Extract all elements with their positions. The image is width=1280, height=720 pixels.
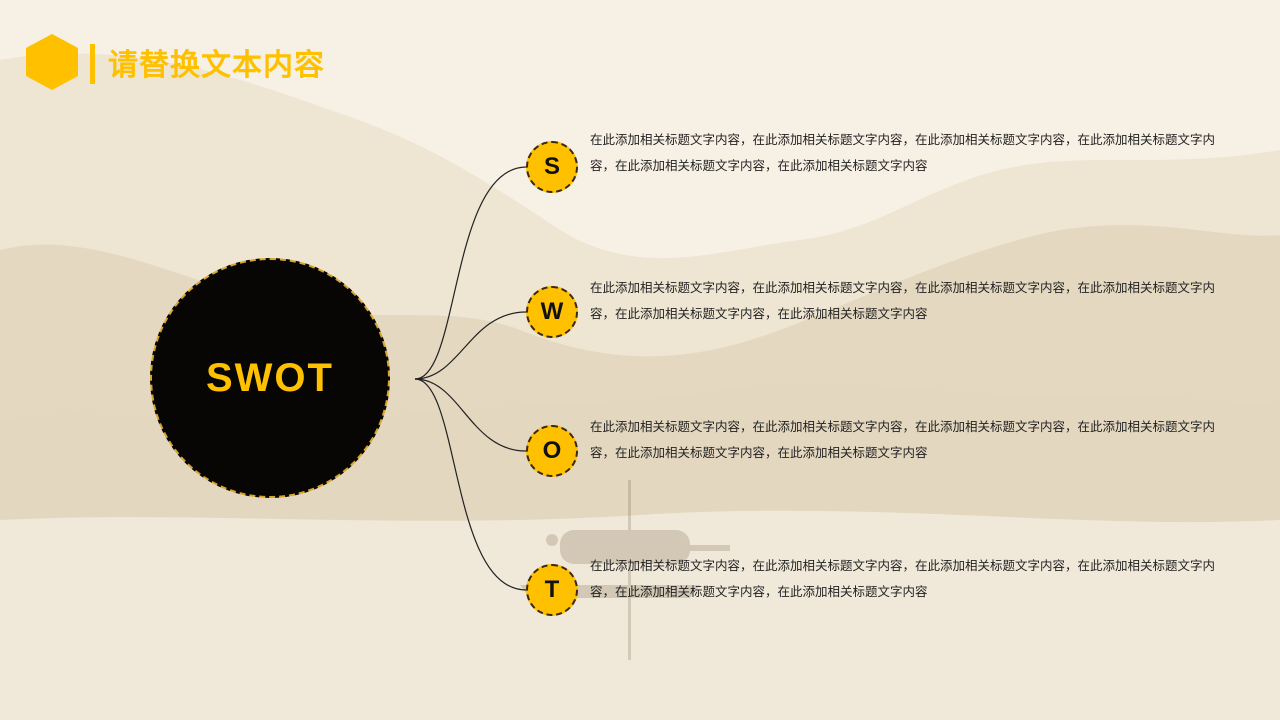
node-s: S: [526, 141, 578, 193]
page-title: 请替换文本内容: [108, 48, 325, 83]
item-o-text: 在此添加相关标题文字内容，在此添加相关标题文字内容，在此添加相关标题文字内容，在…: [590, 419, 1216, 460]
swot-core-circle: SWOT: [150, 258, 390, 498]
node-t-letter: T: [544, 576, 560, 603]
node-s-letter: S: [543, 153, 560, 180]
item-t-text: 在此添加相关标题文字内容，在此添加相关标题文字内容，在此添加相关标题文字内容，在…: [590, 558, 1216, 599]
node-o-letter: O: [542, 437, 562, 464]
title-accent-bar: [90, 44, 95, 84]
swot-core-label: SWOT: [206, 355, 334, 400]
node-w-letter: W: [540, 298, 564, 325]
node-w: W: [526, 286, 578, 338]
item-s-text: 在此添加相关标题文字内容，在此添加相关标题文字内容，在此添加相关标题文字内容，在…: [590, 132, 1216, 173]
item-w-text: 在此添加相关标题文字内容，在此添加相关标题文字内容，在此添加相关标题文字内容，在…: [590, 280, 1216, 321]
node-t: T: [526, 564, 578, 616]
node-o: O: [526, 425, 578, 477]
hexagon-icon: [26, 34, 78, 90]
